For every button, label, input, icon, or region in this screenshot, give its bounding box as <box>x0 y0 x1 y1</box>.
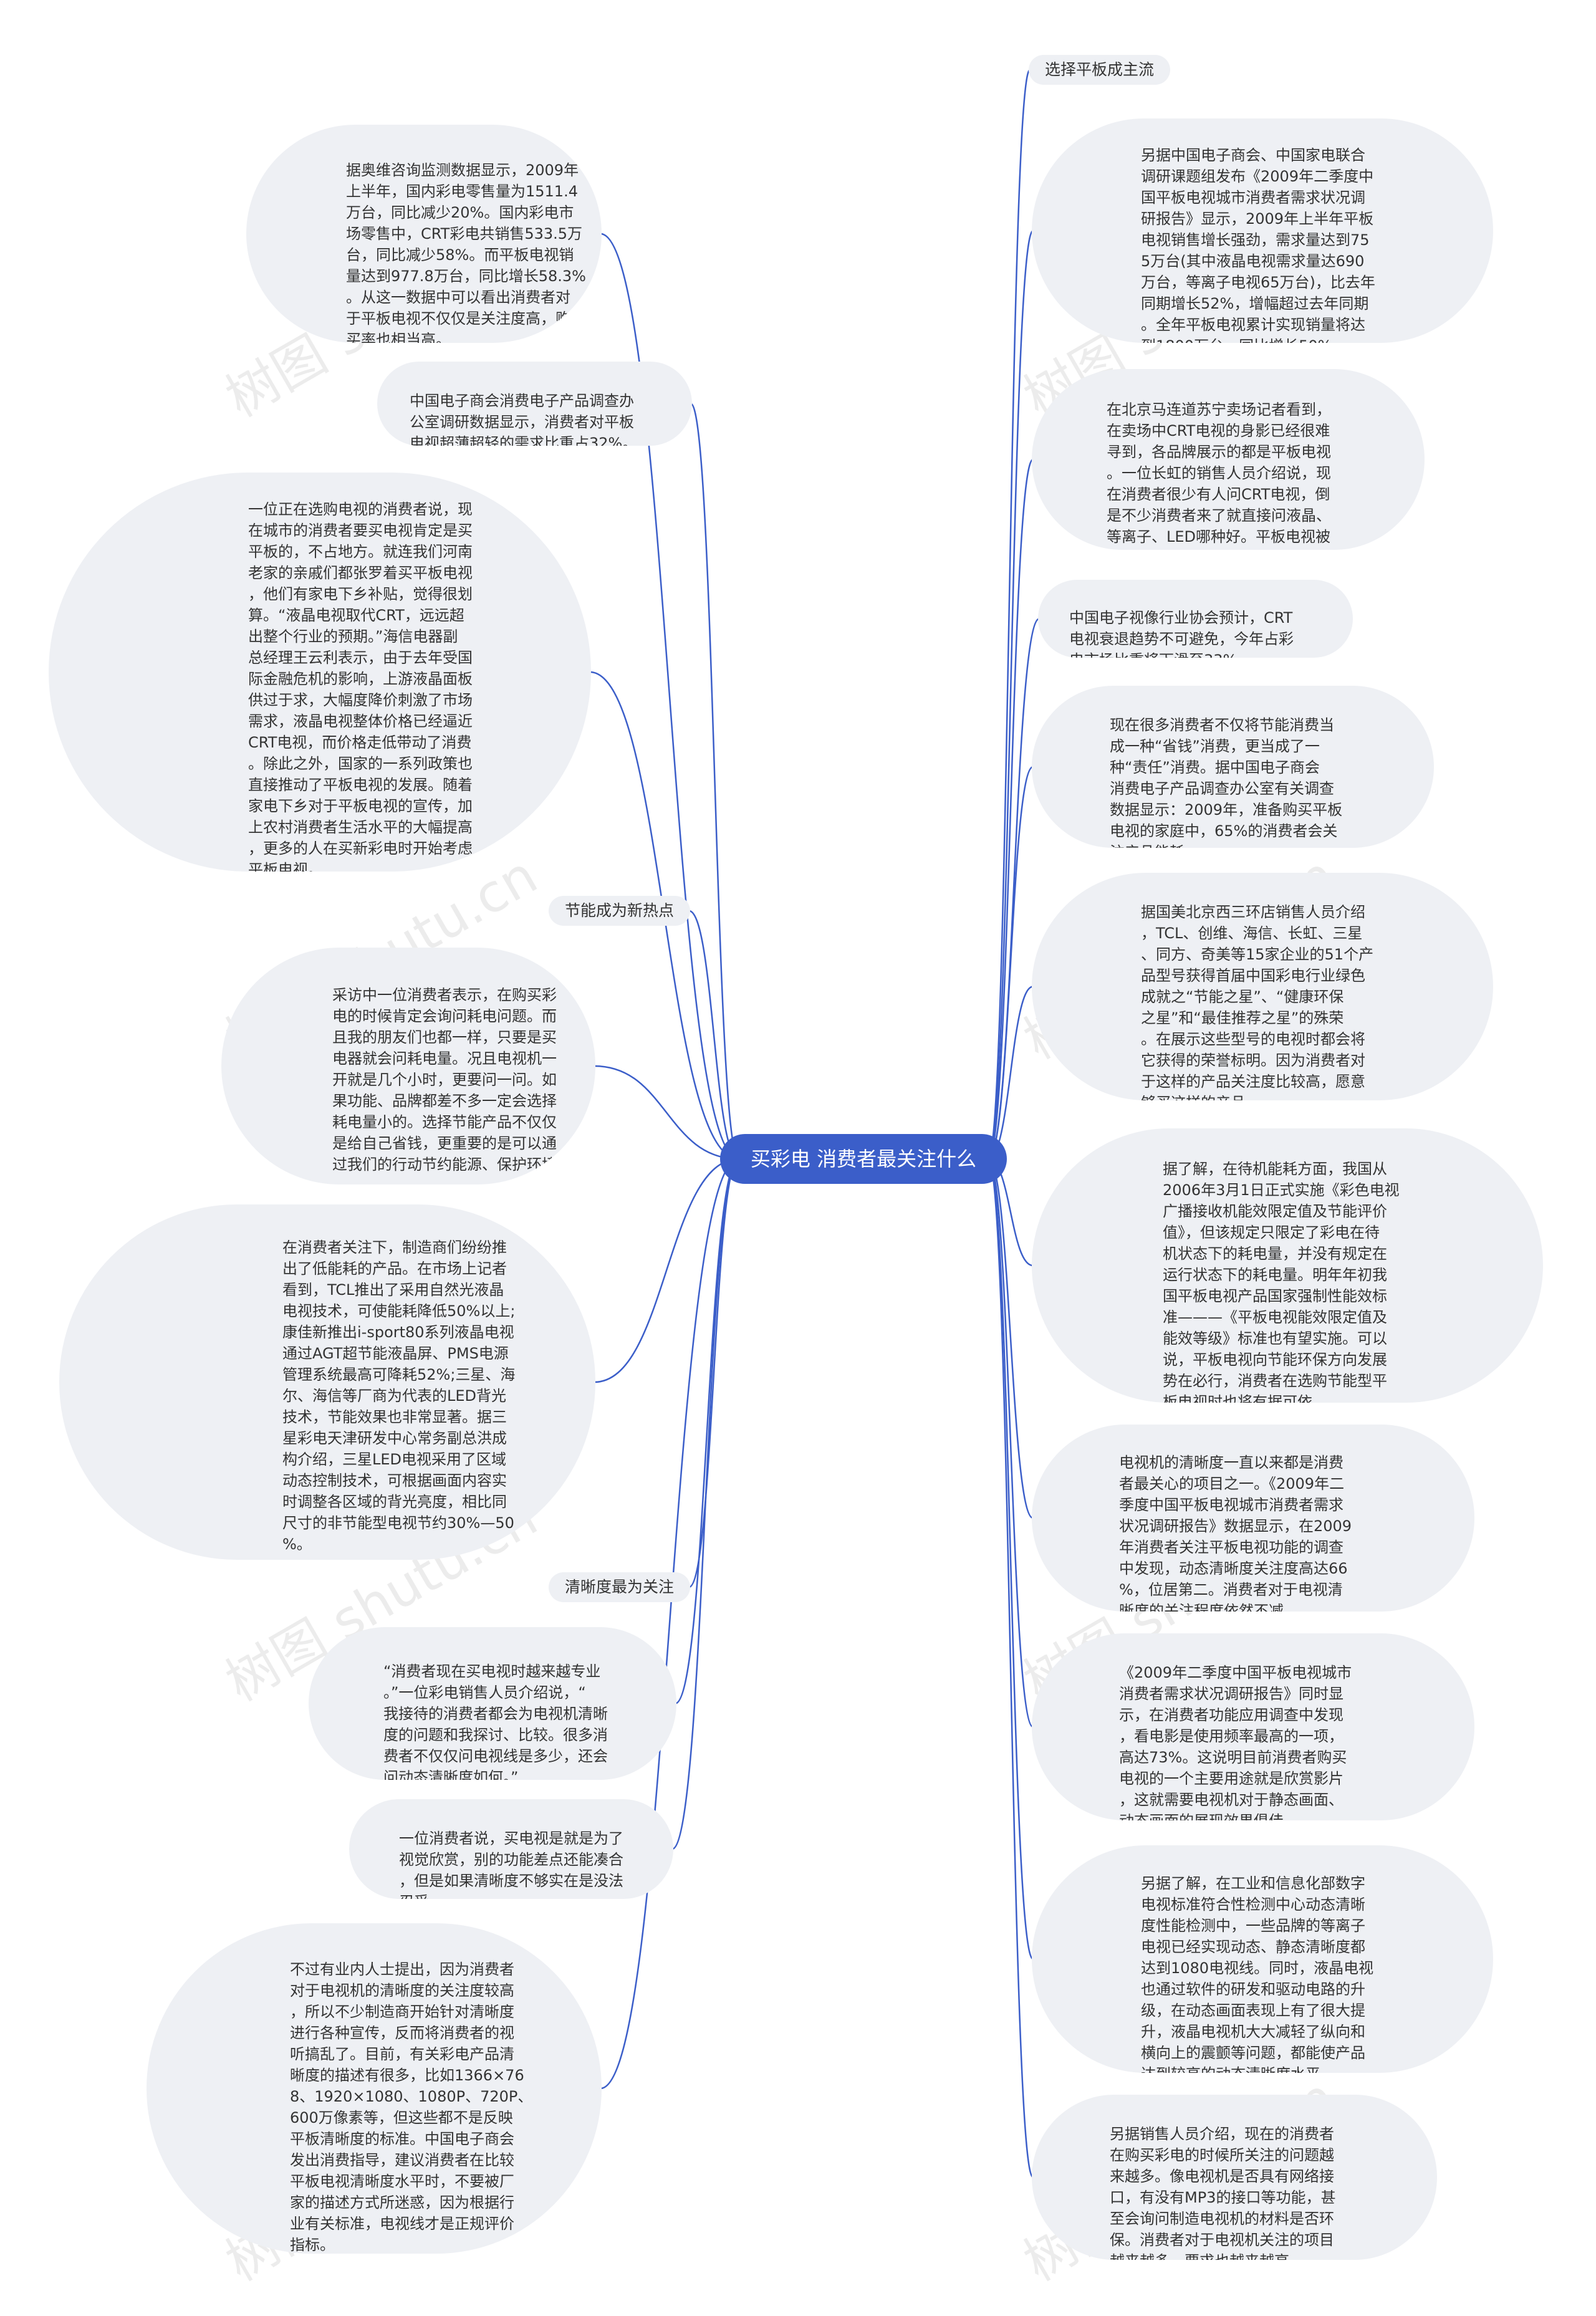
right-node-5[interactable]: 据国美北京西三环店销售人员介绍 ，TCL、创维、海信、长虹、三星 、同方、奇美等… <box>1032 873 1493 1100</box>
right-node-2[interactable]: 在北京马连道苏宁卖场记者看到， 在卖场中CRT电视的身影已经很难 寻到，各品牌展… <box>1032 369 1425 550</box>
left-node-6[interactable]: “消费者现在买电视时越来越专业 。”一位彩电销售人员介绍说，“ 我接待的消费者都… <box>309 1627 676 1780</box>
connector-line <box>987 458 1034 1160</box>
right-node-1[interactable]: 另据中国电子商会、中国家电联合 调研课题组发布《2009年二季度中 国平板电视城… <box>1032 118 1493 343</box>
right-node-4[interactable]: 现在很多消费者不仅将节能消费当 成一种“省钱”消费，更当成了一 种“责任”消费。… <box>1032 686 1434 848</box>
left-node-5[interactable]: 在消费者关注下，制造商们纷纷推 出了低能耗的产品。在市场上记者 看到，TCL推出… <box>59 1204 595 1560</box>
connector-line <box>688 910 739 1160</box>
right-node-10[interactable]: 另据销售人员介绍，现在的消费者 在购买彩电的时候所关注的问题越 来越多。像电视机… <box>1032 2095 1437 2260</box>
connector-line <box>594 1158 739 1383</box>
right-node-8[interactable]: 《2009年二季度中国平板电视城市 消费者需求状况调研报告》同时显 示，在消费者… <box>1032 1633 1474 1820</box>
connector-line <box>688 1158 739 1588</box>
connector-line <box>671 1158 739 1850</box>
connector-line <box>594 1065 739 1160</box>
connector-line <box>987 1158 1034 2178</box>
connector-line <box>988 766 1034 1160</box>
branch-label-energy-saving[interactable]: 节能成为新热点 <box>549 896 691 926</box>
branch-label-flat-panel[interactable]: 选择平板成主流 <box>1029 55 1171 85</box>
connector-line <box>690 403 740 1160</box>
connector-line <box>987 1158 1034 1728</box>
branch-label-clarity[interactable]: 清晰度最为关注 <box>549 1572 691 1602</box>
right-node-3[interactable]: 中国电子视像行业协会预计，CRT 电视衰退趋势不可避免，今年占彩 电市场比重将下… <box>1038 580 1353 658</box>
left-node-1[interactable]: 据奥维咨询监测数据显示，2009年 上半年，国内彩电零售量为1511.4 万台，… <box>246 125 602 343</box>
connector-line <box>987 1158 1034 1960</box>
right-node-7[interactable]: 电视机的清晰度一直以来都是消费 者最关心的项目之一。《2009年二 季度中国平板… <box>1032 1425 1474 1612</box>
right-node-6[interactable]: 据了解，在待机能耗方面，我国从 2006年3月1日正式实施《彩色电视 广播接收机… <box>1032 1128 1543 1403</box>
left-node-4[interactable]: 采访中一位消费者表示，在购买彩 电的时候肯定会询问耗电问题。而 且我的朋友们也都… <box>221 948 595 1184</box>
left-node-2[interactable]: 中国电子商会消费电子产品调查办 公室调研数据显示，消费者对平板 电视超薄超轻的需… <box>377 362 692 446</box>
right-node-9[interactable]: 另据了解，在工业和信息化部数字 电视标准符合性检测中心动态清晰 度性能检测中，一… <box>1032 1845 1493 2073</box>
central-topic[interactable]: 买彩电 消费者最关注什么 <box>720 1134 1007 1184</box>
connector-line <box>600 233 739 1160</box>
left-node-7[interactable]: 一位消费者说，买电视是就是为了 视觉欣赏，别的功能差点还能凑合 ，但是如果清晰度… <box>349 1799 673 1899</box>
left-node-3[interactable]: 一位正在选购电视的消费者说，现 在城市的消费者要买电视肯定是买 平板的，不占地方… <box>49 473 591 872</box>
connector-line <box>987 229 1034 1160</box>
connector-line <box>987 69 1031 1160</box>
connector-line <box>600 1158 739 2090</box>
left-node-8[interactable]: 不过有业内人士提出，因为消费者 对于电视机的清晰度的关注度较高 ，所以不少制造商… <box>147 1923 602 2254</box>
